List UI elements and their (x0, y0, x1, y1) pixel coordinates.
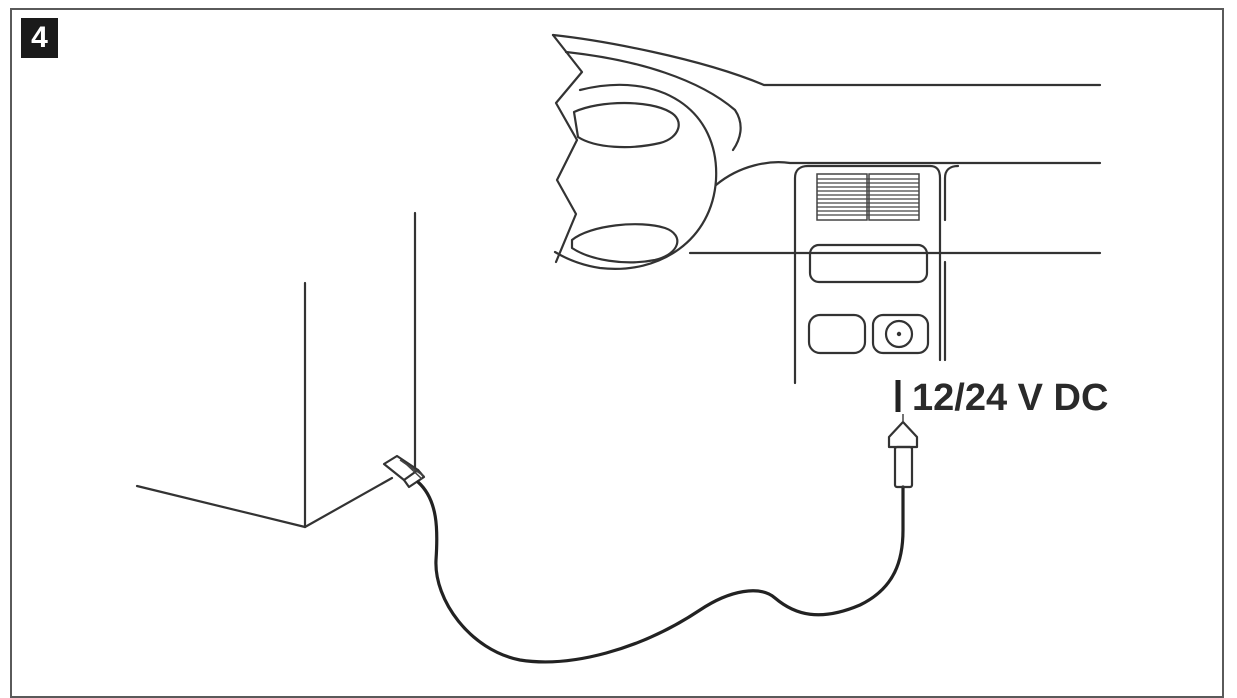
steering-wheel-rim (553, 83, 718, 270)
dashboard (551, 33, 1102, 385)
vent-left (816, 173, 868, 221)
step-number-badge: 4 (21, 18, 58, 58)
dash-right-panel-edge (943, 164, 960, 222)
box-bottom-left-edge (135, 484, 307, 529)
dashboard-top-inner (564, 50, 742, 152)
steering-wheel-cut-edge (551, 33, 584, 264)
steering-wheel-upper-opening (572, 101, 680, 149)
radio-slot (808, 243, 929, 284)
box-bottom-right-edge (303, 476, 394, 529)
dashboard-top-line (551, 33, 1102, 87)
cooler-box (135, 211, 417, 529)
center-console (793, 164, 960, 385)
steering-wheel (551, 33, 718, 270)
air-vent (816, 173, 920, 221)
dashboard-mid-line (714, 161, 1102, 187)
console-button (807, 313, 867, 355)
lighter-socket-housing (871, 313, 930, 355)
plug-body (893, 445, 914, 489)
power-cable (416, 480, 905, 664)
box-connector-plug (382, 454, 426, 489)
voltage-label: 12/24 V DC (912, 377, 1109, 419)
lighter-plug (887, 414, 919, 489)
steering-wheel-lower-opening (570, 223, 679, 264)
console-outline (793, 164, 942, 385)
vent-right (868, 173, 920, 221)
lighter-socket (884, 319, 914, 349)
plug-head (887, 420, 919, 449)
socket-contact (896, 331, 902, 337)
